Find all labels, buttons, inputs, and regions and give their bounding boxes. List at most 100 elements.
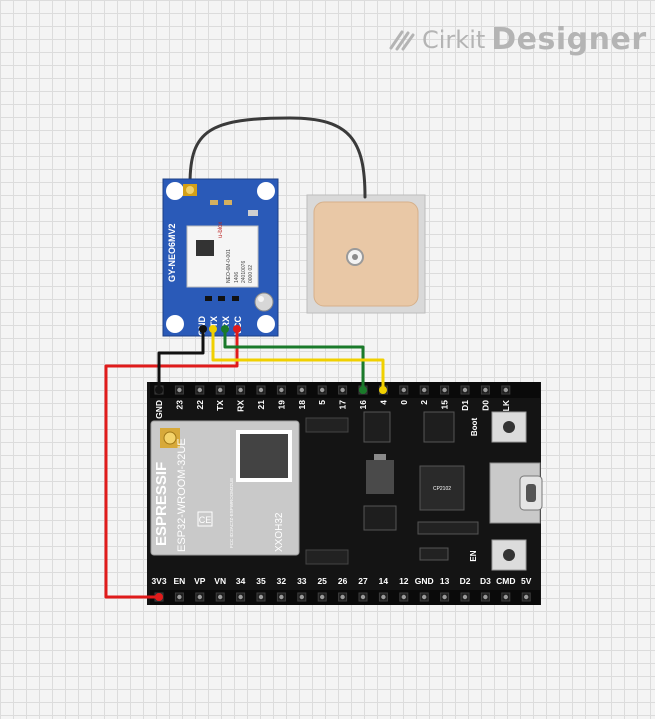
esp32-wroom-module: ESPRESSIF ESP32-WROOM-32UE FCC ID:2AC7Z-… [150, 420, 300, 556]
esp32-bottom-pin-hole [340, 594, 345, 600]
gps-patch-antenna[interactable] [306, 194, 426, 314]
usb-port[interactable] [489, 462, 543, 524]
gps-chip-line-3: 0000 02 [248, 265, 254, 283]
esp32-top-pin-hole [238, 387, 243, 393]
boot-label: Boot [470, 418, 479, 437]
gps-pin-rx-label: RX [221, 316, 231, 329]
wire-endpoint[interactable] [221, 325, 229, 333]
esp32-top-pin-hole [442, 387, 447, 393]
esp32-top-pin-label: GND [154, 400, 164, 419]
esp32-module-fcc: FCC ID:2AC7Z-ESPWROOM32UE [229, 478, 234, 548]
wire-endpoint[interactable] [209, 325, 217, 333]
esp32-bottom-pin-label: 13 [440, 576, 450, 586]
esp32-top-pin-label: TX [215, 400, 225, 411]
esp32-top-pin-label: 21 [256, 400, 266, 410]
esp32-top-pin-hole [320, 387, 325, 393]
wire-antenna[interactable] [188, 116, 367, 199]
gps-chip-brand: u-blox [218, 222, 224, 238]
esp32-top-pin-label: RX [236, 400, 246, 412]
esp32-bottom-pin-label: 26 [338, 576, 348, 586]
esp32-bottom-pin-label: D3 [480, 576, 491, 586]
wire-gnd[interactable] [157, 329, 205, 390]
esp32-bottom-pin-label: D2 [460, 576, 471, 586]
esp32-top-pin-hole [177, 387, 182, 393]
wire-gps-tx[interactable] [211, 329, 385, 390]
esp32-bottom-pin-label: 14 [379, 576, 389, 586]
gps-chip-line-1: 1406 [234, 272, 240, 283]
esp32-bottom-pin-hole [258, 594, 264, 600]
esp32-bottom-pin-label: CMD [496, 576, 515, 586]
esp32-top-pin-label: CLK [501, 399, 511, 417]
esp32-bottom-pin-hole [503, 594, 508, 600]
esp32-bottom-pin-hole [279, 594, 284, 600]
esp32-top-pin-hole [503, 387, 508, 393]
svg-text:CP2102: CP2102 [433, 486, 451, 492]
wires [104, 329, 385, 599]
wire-endpoint[interactable] [199, 325, 207, 333]
en-label: EN [469, 550, 478, 561]
wire-vcc[interactable] [104, 329, 239, 599]
wire-endpoint[interactable] [155, 593, 163, 601]
esp32-bottom-pin-label: 12 [399, 576, 409, 586]
wire-endpoint[interactable] [155, 386, 163, 394]
gps-module[interactable]: u-blox NEO-6M-0-001 1406 24010076 0000 0… [162, 178, 279, 337]
gps-pin-tx-label: TX [209, 316, 219, 328]
esp32-top-pin-hole [340, 387, 345, 393]
esp32-top-pin-hole [197, 387, 202, 393]
en-button[interactable] [491, 539, 527, 571]
esp32-top-pin-label: 5 [317, 400, 327, 405]
gps-chip-part: NEO-6M-0-001 [226, 249, 232, 283]
esp32-bottom-pin-hole [197, 594, 202, 600]
esp32-bottom-pin-hole [524, 594, 529, 600]
esp32-top-pin-label: D0 [480, 400, 490, 411]
esp32-top-pin-hole [258, 387, 264, 393]
esp32-components: CP2102 Boot EN [305, 411, 479, 565]
esp32-top-pin-label: 15 [440, 400, 450, 410]
esp32-top-pin-label: D1 [460, 400, 470, 411]
esp32-bottom-pin-hole [177, 594, 182, 600]
esp32-bottom-pin-hole [442, 594, 447, 600]
cirkit-designer-logo: Cirkit Designer [388, 22, 647, 57]
esp32-bottom-pin-hole [483, 594, 488, 600]
esp32-top-pin-hole [299, 387, 304, 393]
esp32-top-pin-hole [462, 387, 468, 393]
esp32-bottom-pin-label: 25 [317, 576, 327, 586]
esp32-bottom-pin-hole [238, 594, 243, 600]
gps-model-label: GY-NEO6MV2 [167, 223, 177, 282]
brand-name-light: Cirkit [422, 25, 486, 54]
esp32-bottom-pin-label: 3V3 [151, 576, 166, 586]
esp32-bottom-pin-hole [381, 594, 386, 600]
boot-button[interactable] [491, 411, 527, 443]
esp32-bottom-pin-label: 32 [277, 576, 287, 586]
esp32-top-pin-label: 18 [297, 400, 307, 410]
esp32-bottom-pin-label: 5V [521, 576, 532, 586]
esp32-module-model: ESP32-WROOM-32UE [176, 438, 188, 552]
esp32-top-pin-label: 19 [276, 400, 286, 410]
esp32-bottom-pin-hole [320, 594, 325, 600]
esp32-bottom-pin-hole [360, 594, 366, 600]
esp32-bottom-pin-hole [299, 594, 304, 600]
esp32-top-pin-hole [279, 387, 284, 393]
esp32-bottom-pin-label: 35 [256, 576, 266, 586]
esp32-bottom-pin-hole [218, 594, 223, 600]
esp32-top-pin-label: 22 [195, 400, 205, 410]
esp32-top-pin-label: 23 [174, 400, 184, 410]
brand-name-bold: Designer [491, 22, 647, 57]
wire-endpoint[interactable] [233, 325, 241, 333]
esp32-top-pin-hole [218, 387, 223, 393]
esp32-module-brand: ESPRESSIF [153, 462, 170, 546]
esp32-bottom-pin-label: EN [173, 576, 185, 586]
wire-endpoint[interactable] [379, 386, 387, 394]
esp32-top-header [154, 385, 511, 395]
esp32-bottom-pin-label: 27 [358, 576, 368, 586]
gps-chip-line-2: 24010076 [241, 261, 247, 283]
wire-gps-rx[interactable] [223, 329, 365, 390]
wire-endpoint[interactable] [359, 386, 367, 394]
esp32-bottom-pin-label: 34 [236, 576, 246, 586]
esp32-bottom-pin-hole [462, 594, 468, 600]
esp32-module-tag: XXOH32 [274, 512, 285, 552]
